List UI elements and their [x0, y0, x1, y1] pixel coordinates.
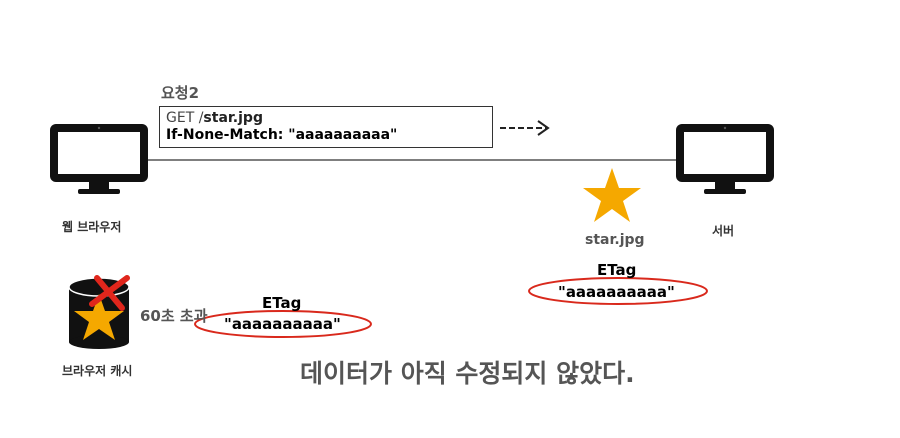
- server-label: 서버: [712, 224, 735, 238]
- server-resource-label: star.jpg: [585, 232, 645, 248]
- cached-star-icon: [74, 294, 124, 340]
- cache-etag-value: "aaaaaaaaaa": [224, 315, 341, 333]
- client-label: 웹 브라우저: [62, 220, 122, 234]
- main-message: 데이터가 아직 수정되지 않았다.: [300, 359, 635, 388]
- expired-x-icon: [89, 275, 130, 311]
- browser-cache-label: 브라우저 캐시: [62, 364, 133, 378]
- request-title: 요청2: [161, 84, 200, 102]
- server-etag-highlight: [528, 277, 708, 305]
- request-arrow-icon: [500, 120, 550, 136]
- server-etag-value: "aaaaaaaaaa": [558, 283, 675, 301]
- request-path: star.jpg: [203, 110, 263, 126]
- star-icon: [583, 168, 641, 222]
- request-method: GET /: [166, 110, 204, 126]
- request-line: GET /star.jpg: [166, 110, 486, 127]
- cache-etag-highlight: [194, 310, 372, 338]
- server-etag-title: ETag: [597, 261, 637, 279]
- request-box: GET /star.jpg If-None-Match: "aaaaaaaaaa…: [159, 106, 493, 148]
- cache-etag-title: ETag: [262, 294, 302, 312]
- server-monitor-icon: [676, 124, 774, 194]
- cache-expired-text: 60초 초과: [140, 307, 208, 325]
- browser-cache-database-icon: [68, 277, 130, 349]
- client-monitor-icon: [50, 124, 148, 194]
- request-header: If-None-Match: "aaaaaaaaaa": [166, 127, 398, 143]
